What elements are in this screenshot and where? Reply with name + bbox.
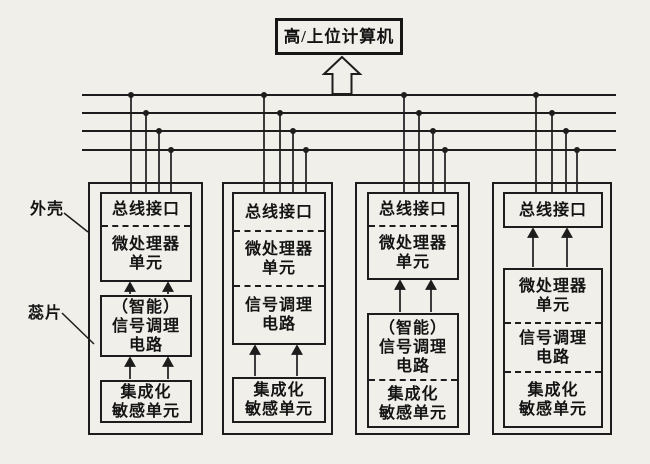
conditioning-label: （智能） 信号调理 电路 [378,319,447,375]
conditioning-label: 信号调理 电路 [244,297,313,333]
arrow-head-icon [291,344,303,355]
signal-flow-arrows [124,227,573,379]
arrow-head-icon [394,279,406,290]
junction-dot [303,147,309,153]
module-tap-lines [130,95,578,192]
module-4-housing-box [492,182,612,435]
sensing-unit-label: 集成化 敏感单元 [518,381,587,418]
housing-pointer-line [63,212,89,233]
sensing-unit-label: 集成化 敏感单元 [244,382,313,418]
junction-dot [277,110,283,116]
arrow-head-icon [162,281,174,292]
junction-dot [416,110,422,116]
bus-interface-section: 总线接口 [369,194,457,227]
conditioning-section: 信号调理 电路 [234,287,324,343]
junction-dot [143,110,149,116]
module-1-conditioning-box: （智能） 信号调理 电路 [100,295,192,357]
module-1-bus-interface-mcu-box: 总线接口 微处理器 单元 [100,192,192,282]
housing-label: 外壳 [30,201,65,218]
sensing-unit-label: 集成化 敏感单元 [378,385,447,422]
module-3-bus-interface-mcu-box: 总线接口 微处理器 单元 [367,192,459,280]
arrow-head-icon [425,279,437,290]
conditioning-label: 信号调理 电路 [518,329,587,366]
arrow-head-icon [561,227,573,238]
mcu-label: 微处理器 单元 [518,278,587,314]
mcu-section: 微处理器 单元 [369,227,457,278]
junction-dot [261,92,267,98]
mcu-label: 微处理器 单元 [244,240,313,277]
arrow-head-icon [124,356,136,367]
conditioning-section: （智能） 信号调理 电路 [369,315,457,381]
junction-dot [401,92,407,98]
module-2-housing-box [222,182,333,435]
conditioning-label: （智能） 信号调理 电路 [111,298,180,354]
junction-dot [533,92,539,98]
bus-interface-section: 总线接口 [102,194,190,227]
junction-dot [290,128,296,134]
mcu-label: 微处理器 单元 [111,235,180,272]
mcu-label: 微处理器 单元 [378,234,447,271]
host-computer-label: 高/上位计算机 [283,26,395,46]
junction-dot [156,128,162,134]
module-3-housing-box [355,182,470,435]
bus-to-computer-arrow-icon [321,55,363,95]
mcu-section: 微处理器 单元 [234,232,324,287]
module-2-sensing-unit-box: 集成化 敏感单元 [232,377,326,423]
arrow-head-icon [162,356,174,367]
chip-label: 蕊片 [28,305,63,322]
mcu-section: 微处理器 单元 [102,227,190,280]
bus-interface-section: 总线接口 [234,194,324,232]
mcu-section: 微处理器 单元 [505,270,601,324]
module-3-conditioning-sensing-box: （智能） 信号调理 电路 集成化 敏感单元 [367,313,459,428]
arrow-head-icon [249,344,261,355]
junction-dot [549,110,555,116]
bus-interface-label: 总线接口 [518,201,587,219]
junction-dot [563,128,569,134]
module-1-sensing-unit-box: 集成化 敏感单元 [100,380,192,423]
module-2-integrated-chip-box: 总线接口 微处理器 单元 信号调理 电路 [232,192,326,345]
bus-interface-label: 总线接口 [111,201,180,218]
arrow-head-icon [527,227,539,238]
junction-dot [168,147,174,153]
sensing-unit-section: 集成化 敏感单元 [369,381,457,426]
junction-dot [128,92,134,98]
junction-dot [574,147,580,153]
sensing-unit-section: 集成化 敏感单元 [505,373,601,426]
sensing-unit-label: 集成化 敏感单元 [111,383,180,420]
arrow-head-icon [124,281,136,292]
conditioning-section: 信号调理 电路 [505,324,601,373]
host-computer-box: 高/上位计算机 [275,18,403,55]
junction-dot [442,147,448,153]
module-4-integrated-chip-box: 微处理器 单元 信号调理 电路 集成化 敏感单元 [503,268,603,428]
junction-dot [430,128,436,134]
junction-dots [128,92,580,153]
bus-interface-label: 总线接口 [244,203,313,221]
bus-interface-label: 总线接口 [378,201,447,218]
module-1-housing-box [88,182,203,435]
module-4-bus-interface-box: 总线接口 [503,192,603,228]
